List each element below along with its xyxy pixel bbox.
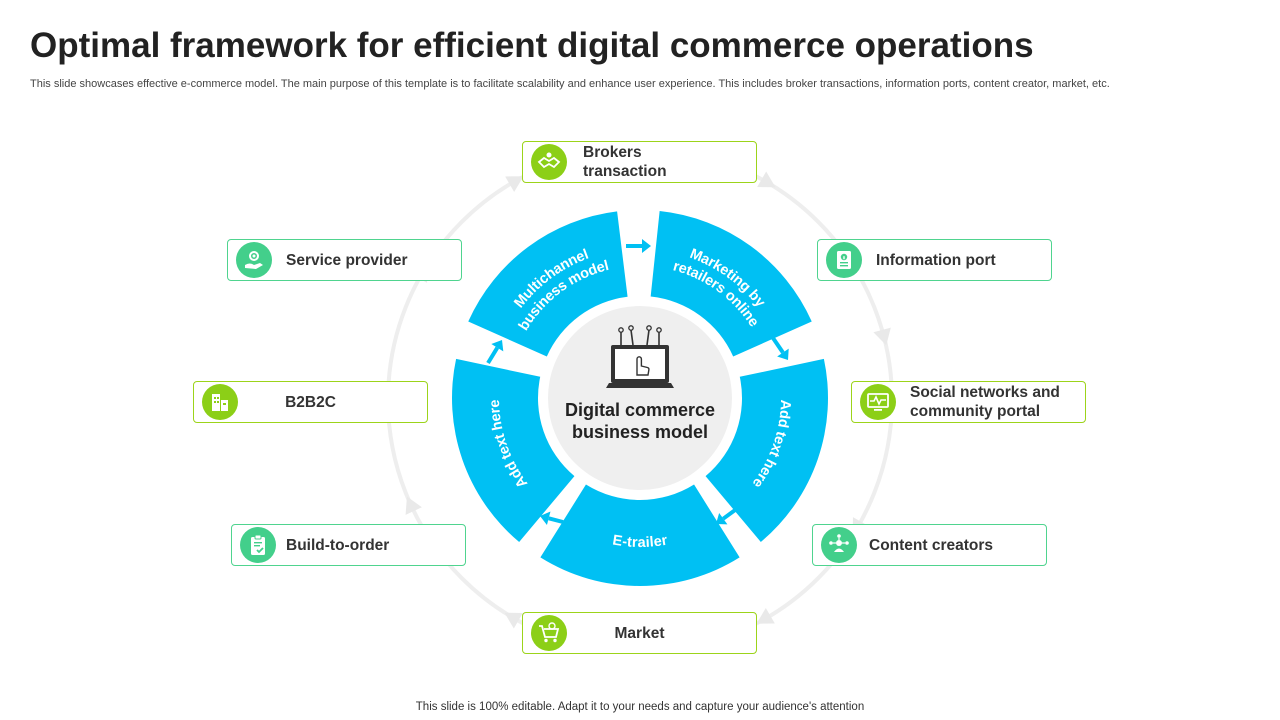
connector-arrow-head xyxy=(716,513,728,525)
connector-arrow-shaft xyxy=(486,346,500,365)
center-disc xyxy=(548,306,732,490)
laptop-touch-icon xyxy=(606,325,674,388)
slide-footer: This slide is 100% editable. Adapt it to… xyxy=(415,701,865,713)
ring-connector-arrows xyxy=(486,239,789,526)
connector-arrow-head xyxy=(540,511,551,526)
brokers-transaction-box: Brokers transaction xyxy=(522,141,757,183)
segment-add-text-right xyxy=(705,358,828,543)
outer-arrowhead xyxy=(505,176,524,193)
connector-arrow-shaft xyxy=(548,516,564,524)
build-to-order-label: Build-to-order xyxy=(286,536,390,554)
monitor-pulse-icon xyxy=(860,384,896,420)
market-box: Market xyxy=(522,612,757,654)
slide-subtitle: This slide showcases effective e-commerc… xyxy=(30,78,1110,90)
center-label: Digital commerce business model xyxy=(564,400,716,442)
connector-arrow-head xyxy=(491,340,504,352)
segment-multichannel xyxy=(468,211,628,357)
brokers-transaction-label: Brokers transaction xyxy=(583,144,667,180)
content-creators-label: Content creators xyxy=(869,536,994,554)
service-provider-label: Service provider xyxy=(286,251,408,269)
connector-arrow-shaft xyxy=(722,503,744,521)
outer-arrowhead xyxy=(757,171,776,188)
handshake-icon xyxy=(531,144,567,180)
connector-arrow-head xyxy=(642,239,651,253)
information-port-box: Information port xyxy=(817,239,1052,281)
social-networks-label: Social networks and community portal xyxy=(910,384,1060,420)
network-person-icon xyxy=(821,527,857,563)
connector-arrow-head xyxy=(777,348,789,360)
buildings-icon xyxy=(202,384,238,420)
hand-gear-icon xyxy=(236,242,272,278)
outer-arrowhead xyxy=(504,612,523,629)
build-to-order-box: Build-to-order xyxy=(231,524,466,566)
information-port-label: Information port xyxy=(876,251,996,269)
b2b2c-box: B2B2C xyxy=(193,381,428,423)
segment-etrailer xyxy=(540,484,740,586)
document-info-icon xyxy=(826,242,862,278)
service-provider-box: Service provider xyxy=(227,239,462,281)
market-label: Market xyxy=(614,624,665,642)
b2b2c-label: B2B2C xyxy=(285,393,336,411)
segment-label: E-trailer xyxy=(611,532,669,551)
social-networks-box: Social networks and community portal xyxy=(851,381,1086,423)
shopping-cart-icon xyxy=(531,615,567,651)
outer-arrowhead xyxy=(756,607,775,624)
clipboard-check-icon xyxy=(240,527,276,563)
outer-arrowhead xyxy=(873,327,891,346)
segment-add-text-left xyxy=(451,358,575,543)
slide-title: Optimal framework for efficient digital … xyxy=(30,26,1034,65)
connector-arrow-shaft xyxy=(771,336,785,354)
outer-arrowhead xyxy=(405,496,422,515)
segment-marketing xyxy=(650,211,812,357)
content-creators-box: Content creators xyxy=(812,524,1047,566)
